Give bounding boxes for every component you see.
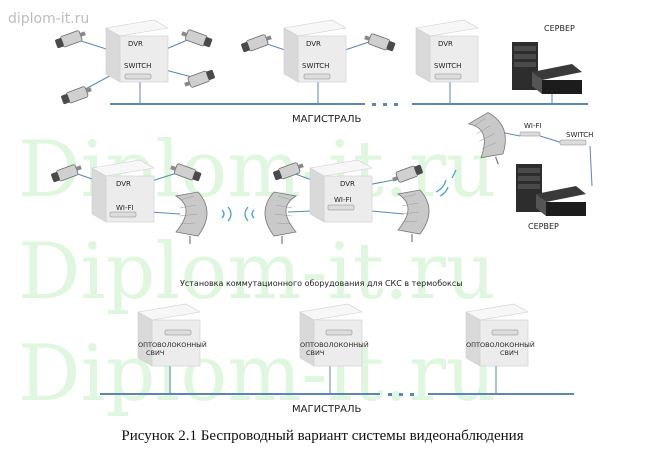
backbone-label-bottom: МАГИСТРАЛЬ: [292, 404, 362, 415]
switch-device: [434, 73, 462, 80]
wifi-label: WI-FI: [116, 204, 134, 212]
switch-label: SWITCH: [434, 62, 461, 70]
fiber-switch-label: СВИЧ: [306, 349, 324, 357]
install-caption: Установка коммутационного оборудования д…: [180, 279, 463, 288]
wireless-wave-icon: [221, 206, 255, 222]
fiber-switch-device: [164, 329, 192, 336]
dvr-label: DVR: [116, 180, 131, 188]
server-label: СЕРВЕР: [528, 222, 559, 231]
section-wired: DVR SWITCH DVR SWITCH DVR SWITCH СЕРВЕР …: [53, 19, 588, 125]
watermark-small: diplom-it.ru: [8, 11, 89, 27]
wifi-device: [109, 211, 137, 218]
fiber-switch-label: ОПТОВОЛОКОННЫЙ: [466, 340, 535, 349]
switch-device: [559, 139, 587, 146]
camera-icon: [182, 68, 217, 90]
dvr-label: DVR: [340, 180, 355, 188]
backbone-dots-top: [372, 103, 398, 106]
dvr-label: DVR: [306, 40, 321, 48]
figure-caption: Рисунок 2.1 Беспроводный вариант системы…: [121, 428, 524, 444]
server-icon: [516, 164, 586, 216]
fiber-switch-device: [325, 329, 353, 336]
watermark-row-2: Diplom-it.ru: [18, 227, 496, 317]
section-fiber: ОПТОВОЛОКОННЫЙ СВИЧ ОПТОВОЛОКОННЫЙ СВИЧ …: [100, 303, 574, 415]
watermark-row-3: Diplom-it.ru: [18, 329, 496, 419]
thermobox: [105, 19, 169, 83]
camera-icon: [179, 27, 214, 50]
fiber-switch-device: [491, 329, 519, 336]
fiber-switch-label: СВИЧ: [146, 349, 164, 357]
thermobox: [283, 19, 347, 83]
camera-icon: [239, 32, 274, 54]
server-icon: [512, 42, 582, 94]
switch-device: [124, 73, 152, 80]
fiber-switch-label: ОПТОВОЛОКОННЫЙ: [300, 340, 369, 349]
wifi-device: [519, 131, 541, 137]
switch-label: SWITCH: [124, 62, 151, 70]
wifi-label: WI-FI: [334, 196, 352, 204]
wireless-wave-icon: [435, 169, 457, 197]
thermobox: [415, 19, 479, 83]
thermobox: [309, 159, 373, 223]
fiber-switch-label: ОПТОВОЛОКОННЫЙ: [138, 340, 207, 349]
fiber-switch-label: СВИЧ: [500, 349, 518, 357]
camera-icon: [53, 28, 88, 50]
backbone-dots-bottom: [388, 393, 414, 396]
switch-label: SWITCH: [566, 131, 593, 139]
wifi-label: WI-FI: [524, 122, 542, 130]
server-label: СЕРВЕР: [544, 24, 575, 33]
switch-device: [303, 73, 331, 80]
switch-label: SWITCH: [302, 62, 329, 70]
camera-icon: [362, 31, 397, 54]
dvr-label: DVR: [128, 40, 143, 48]
watermark-large: Diplom-it.ru Diplom-it.ru Diplom-it.ru: [18, 125, 496, 419]
backbone-label-top: МАГИСТРАЛЬ: [292, 114, 362, 125]
wifi-device: [327, 204, 355, 211]
section-wireless: DVR WI-FI DVR WI-FI WI-FI SWITCH СЕРВЕР …: [49, 108, 593, 288]
dvr-label: DVR: [438, 40, 453, 48]
